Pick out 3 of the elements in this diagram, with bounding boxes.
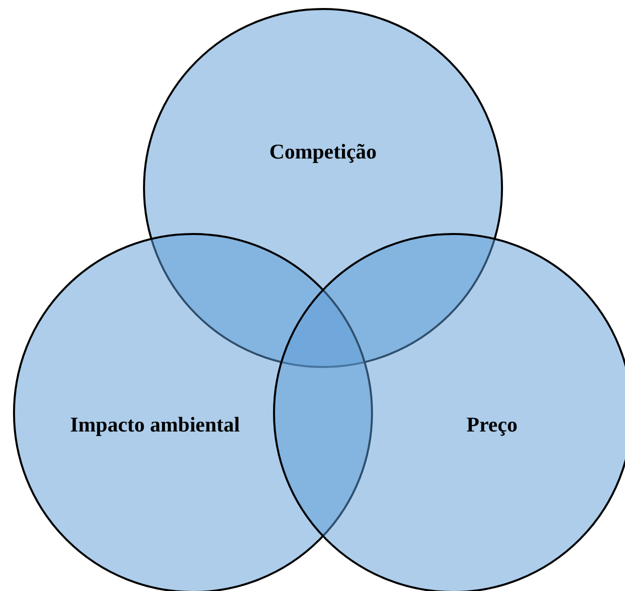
circle-label: Impacto ambiental <box>70 412 240 438</box>
circle-label: Preço <box>466 412 518 438</box>
circle-label: Competição <box>269 140 377 164</box>
